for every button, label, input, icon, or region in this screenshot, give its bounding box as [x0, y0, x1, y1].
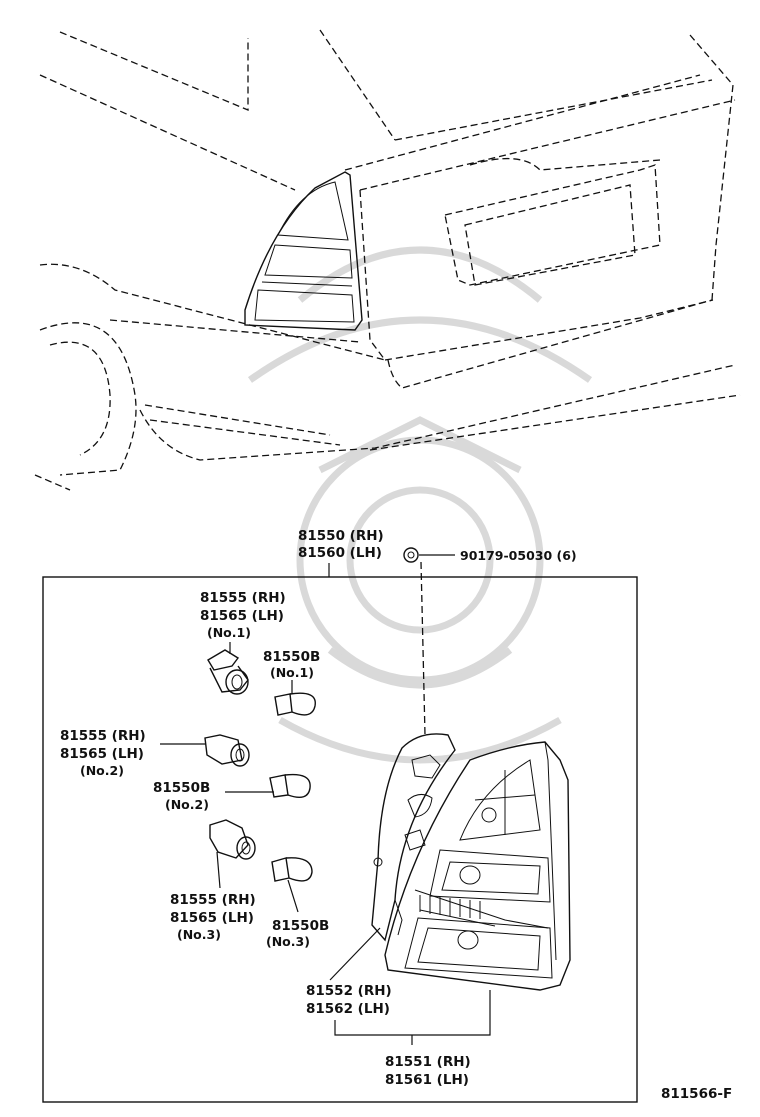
vehicle-tail-lamp	[244, 171, 363, 331]
socket1-lh-label: 81565 (LH)	[200, 608, 284, 624]
socket3-rh-label: 81555 (RH)	[170, 892, 256, 908]
tail-lamp-lens	[384, 741, 571, 991]
socket3-lh-label: 81565 (LH)	[170, 910, 254, 926]
figure-id: 811566-F	[661, 1086, 732, 1102]
screw-part	[403, 547, 455, 736]
gasket-part	[329, 733, 456, 981]
assy-rh-label: 81550 (RH)	[298, 528, 384, 544]
socket-no3	[209, 819, 256, 889]
vehicle-rear-outline	[34, 29, 741, 491]
bulb-no3	[271, 857, 313, 913]
socket1-rh-label: 81555 (RH)	[200, 590, 286, 606]
watermark-emblem	[247, 246, 593, 764]
bulb1-no-label: (No.1)	[270, 665, 314, 680]
socket-no1	[207, 642, 249, 695]
bulb3-no-label: (No.3)	[266, 934, 310, 949]
assy-lh-label: 81560 (LH)	[298, 545, 382, 561]
lens-rh-label: 81551 (RH)	[385, 1054, 471, 1070]
bulb3-pn-label: 81550B	[272, 918, 329, 934]
assembly-boundary-box	[42, 576, 638, 1103]
socket3-no-label: (No.3)	[177, 927, 221, 942]
socket1-no-label: (No.1)	[207, 625, 251, 640]
lens-lh-label: 81561 (LH)	[385, 1072, 469, 1088]
gasket-lh-label: 81562 (LH)	[306, 1001, 390, 1017]
gasket-rh-label: 81552 (RH)	[306, 983, 392, 999]
screw-label: 90179-05030 (6)	[460, 548, 577, 563]
bulb2-pn-label: 81550B	[153, 780, 210, 796]
bulb-no2	[225, 773, 311, 798]
bulb1-pn-label: 81550B	[263, 649, 320, 665]
socket2-lh-label: 81565 (LH)	[60, 746, 144, 762]
bulb2-no-label: (No.2)	[165, 797, 209, 812]
bulb-no1	[274, 680, 316, 716]
socket2-rh-label: 81555 (RH)	[60, 728, 146, 744]
socket2-no-label: (No.2)	[80, 763, 124, 778]
socket-no2	[160, 734, 250, 767]
